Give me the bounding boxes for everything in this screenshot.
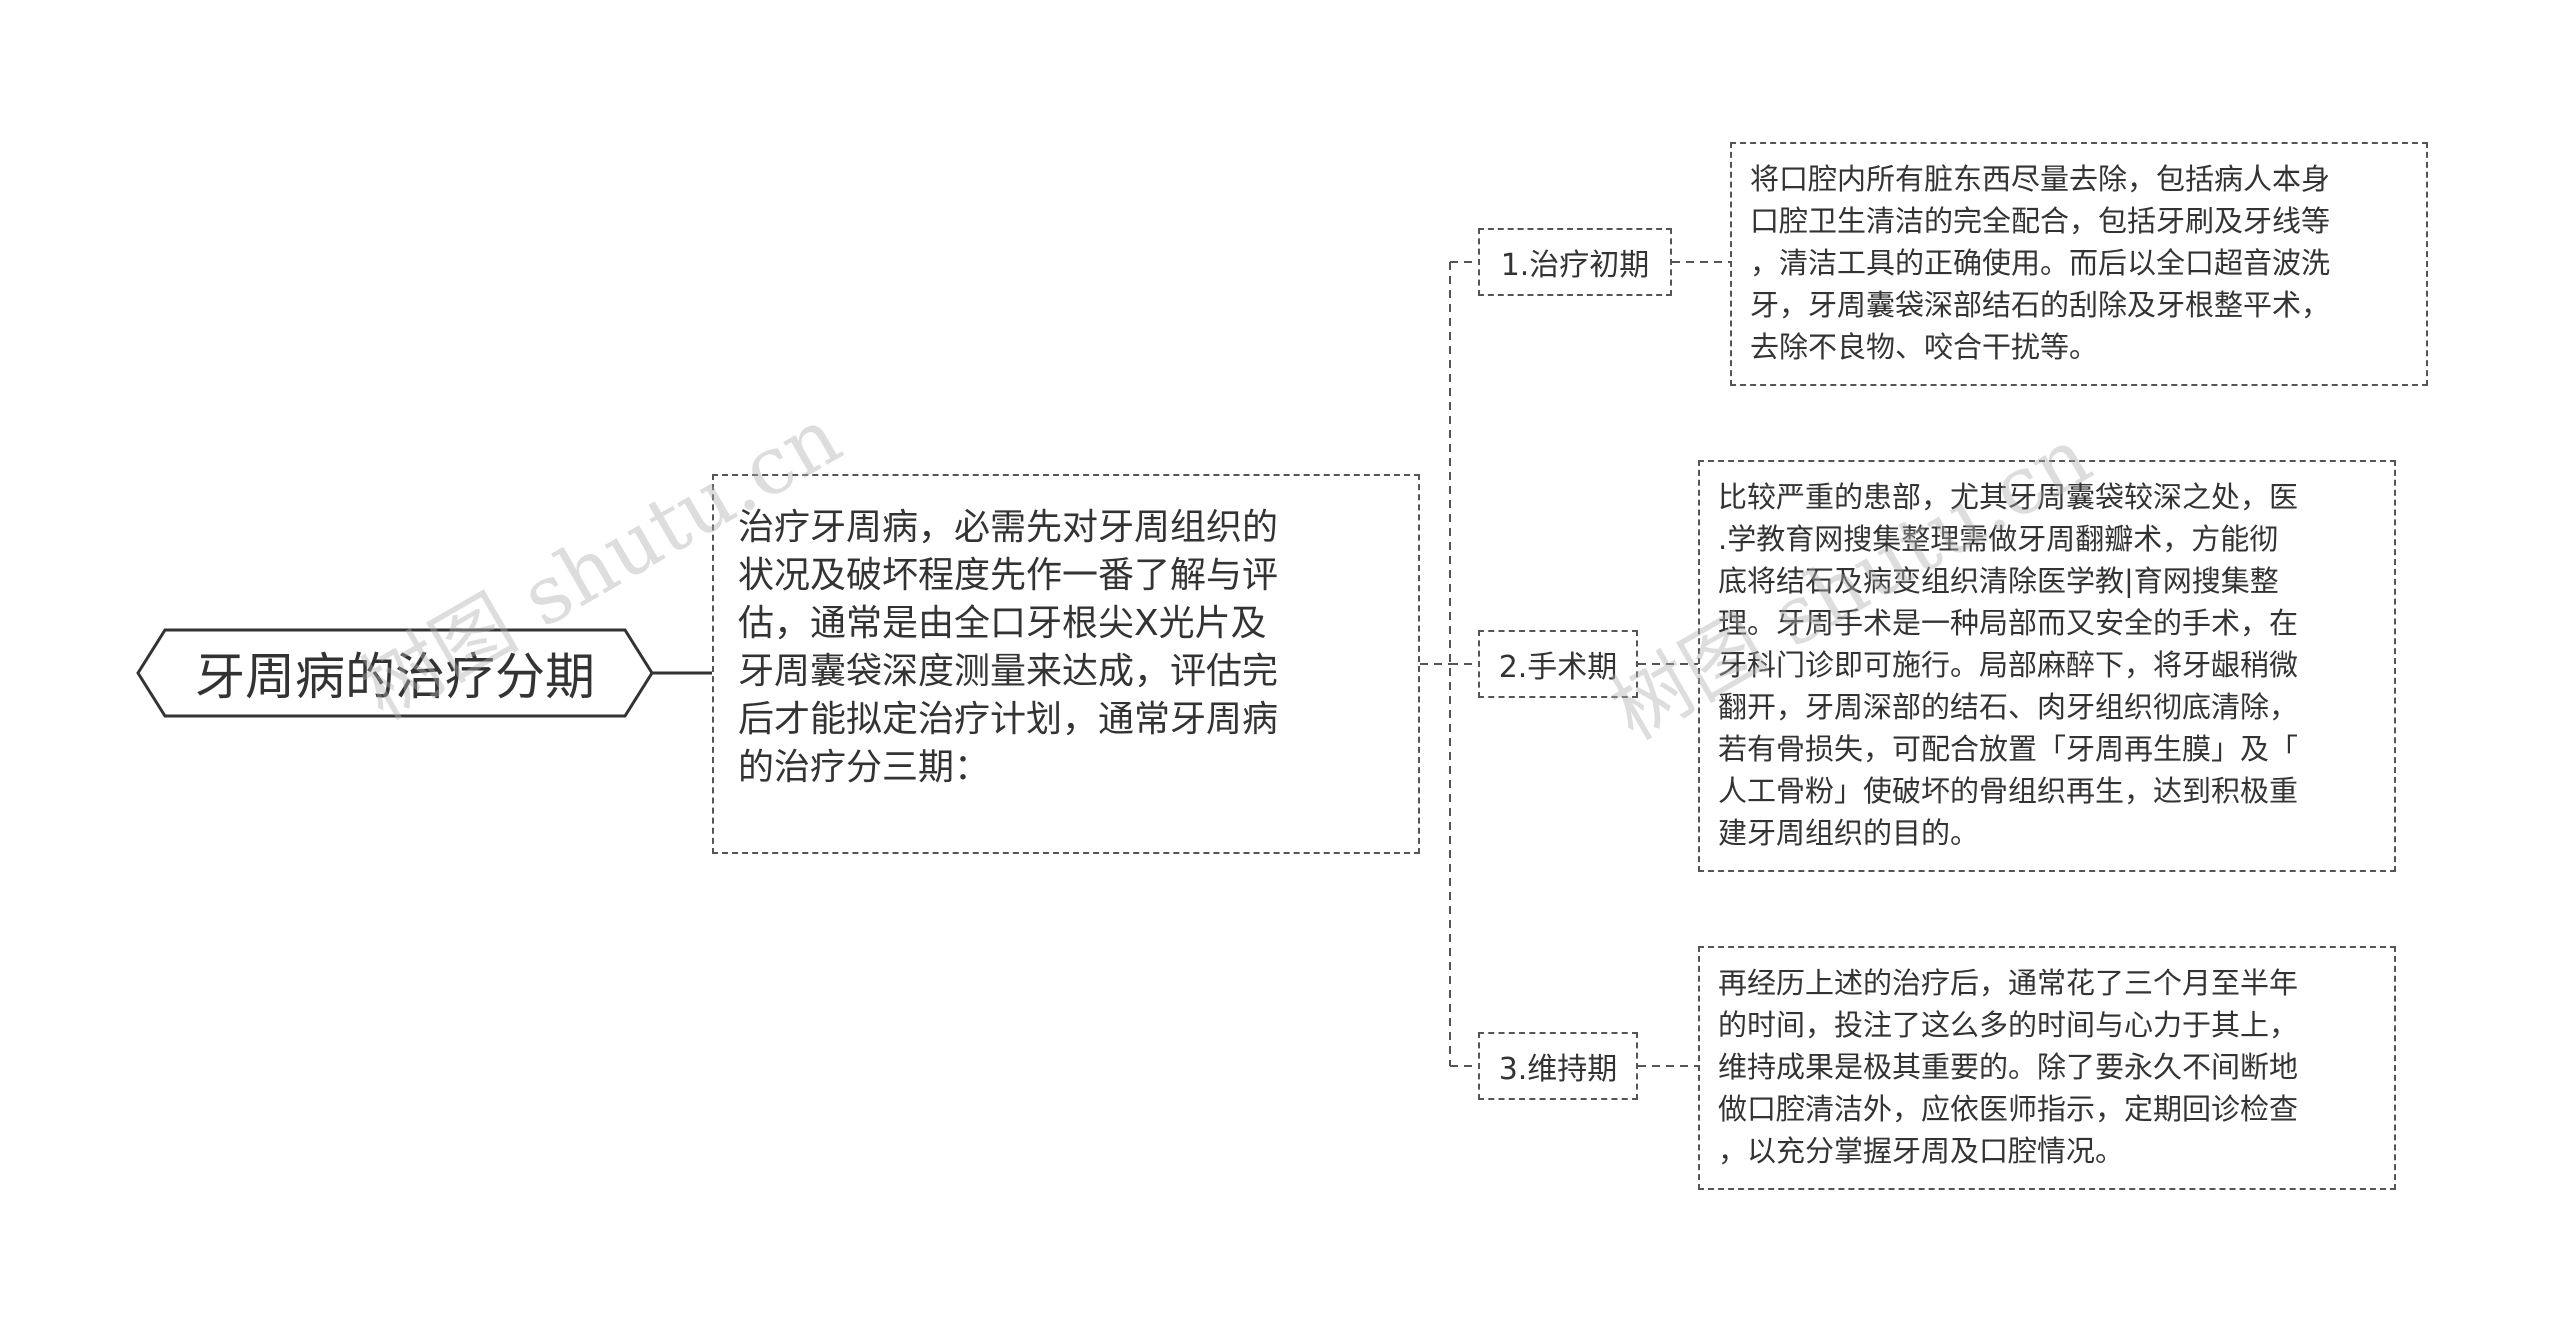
stage-1-label-node[interactable]: 1.治疗初期 [1478, 228, 1672, 296]
stage-1-label: 1.治疗初期 [1500, 248, 1650, 283]
stage-2-detail-line: 比较严重的患部，尤其牙周囊袋较深之处，医 [1718, 480, 2299, 514]
stage-1-detail-line: ，清洁工具的正确使用。而后以全口超音波洗 [1750, 246, 2331, 280]
stage-3-detail-node[interactable]: 再经历上述的治疗后，通常花了三个月至半年 的时间，投注了这么多的时间与心力于其上… [1698, 946, 2396, 1190]
intro-node[interactable]: 治疗牙周病，必需先对牙周组织的 状况及破坏程度先作一番了解与评 估，通常是由全口… [712, 474, 1420, 854]
stage-2-detail-line: 人工骨粉」使破坏的骨组织再生，达到积极重 [1718, 774, 2299, 808]
stage-3-label-node[interactable]: 3.维持期 [1478, 1032, 1638, 1100]
stage-2-detail-line: 建牙周组织的目的。 [1718, 816, 1980, 850]
stage-1-detail-line: 将口腔内所有脏东西尽量去除，包括病人本身 [1750, 162, 2331, 196]
root-node-title[interactable]: 牙周病的治疗分期 [195, 648, 595, 706]
stage-3-detail-line: 的时间，投注了这么多的时间与心力于其上， [1718, 1008, 2299, 1042]
stage-2-detail-line: .学教育网搜集整理需做牙周翻瓣术，方能彻 [1718, 522, 2279, 556]
stage-2-detail-line: 理。牙周手术是一种局部而又安全的手术，在 [1718, 606, 2299, 640]
stage-1-detail-node[interactable]: 将口腔内所有脏东西尽量去除，包括病人本身 口腔卫生清洁的完全配合，包括牙刷及牙线… [1730, 142, 2428, 386]
intro-line: 后才能拟定治疗计划，通常牙周病 [738, 699, 1279, 740]
stage-1-detail-line: 口腔卫生清洁的完全配合，包括牙刷及牙线等 [1750, 204, 2331, 238]
stage-1-detail-line: 去除不良物、咬合干扰等。 [1750, 330, 2099, 364]
intro-line: 牙周囊袋深度测量来达成，评估完 [738, 651, 1279, 692]
intro-line: 状况及破坏程度先作一番了解与评 [738, 555, 1279, 596]
intro-line: 治疗牙周病，必需先对牙周组织的 [738, 507, 1279, 548]
stage-3-detail-line: 维持成果是极其重要的。除了要永久不间断地 [1718, 1050, 2299, 1084]
stage-2-detail-line: 底将结石及病变组织清除医学教|育网搜集整 [1718, 564, 2279, 598]
stage-2-detail-line: 若有骨损失，可配合放置「牙周再生膜」及「 [1718, 732, 2299, 766]
stage-2-detail-line: 翻开，牙周深部的结石、肉牙组织彻底清除， [1718, 690, 2299, 724]
root-node-shape [136, 628, 654, 718]
stage-3-label: 3.维持期 [1498, 1052, 1618, 1087]
stage-2-detail-node[interactable]: 比较严重的患部，尤其牙周囊袋较深之处，医 .学教育网搜集整理需做牙周翻瓣术，方能… [1698, 460, 2396, 872]
stage-2-label: 2.手术期 [1498, 650, 1618, 685]
stage-2-label-node[interactable]: 2.手术期 [1478, 630, 1638, 698]
intro-line: 的治疗分三期： [738, 747, 991, 788]
stage-3-detail-line: 再经历上述的治疗后，通常花了三个月至半年 [1718, 966, 2299, 1000]
stage-3-detail-line: 做口腔清洁外，应依医师指示，定期回诊检查 [1718, 1092, 2299, 1126]
stage-1-detail-line: 牙，牙周囊袋深部结石的刮除及牙根整平术， [1750, 288, 2331, 322]
intro-line: 估，通常是由全口牙根尖X光片及 [738, 603, 1267, 644]
stage-2-detail-line: 牙科门诊即可施行。局部麻醉下，将牙龈稍微 [1718, 648, 2299, 682]
stage-3-detail-line: ，以充分掌握牙周及口腔情况。 [1718, 1134, 2125, 1168]
